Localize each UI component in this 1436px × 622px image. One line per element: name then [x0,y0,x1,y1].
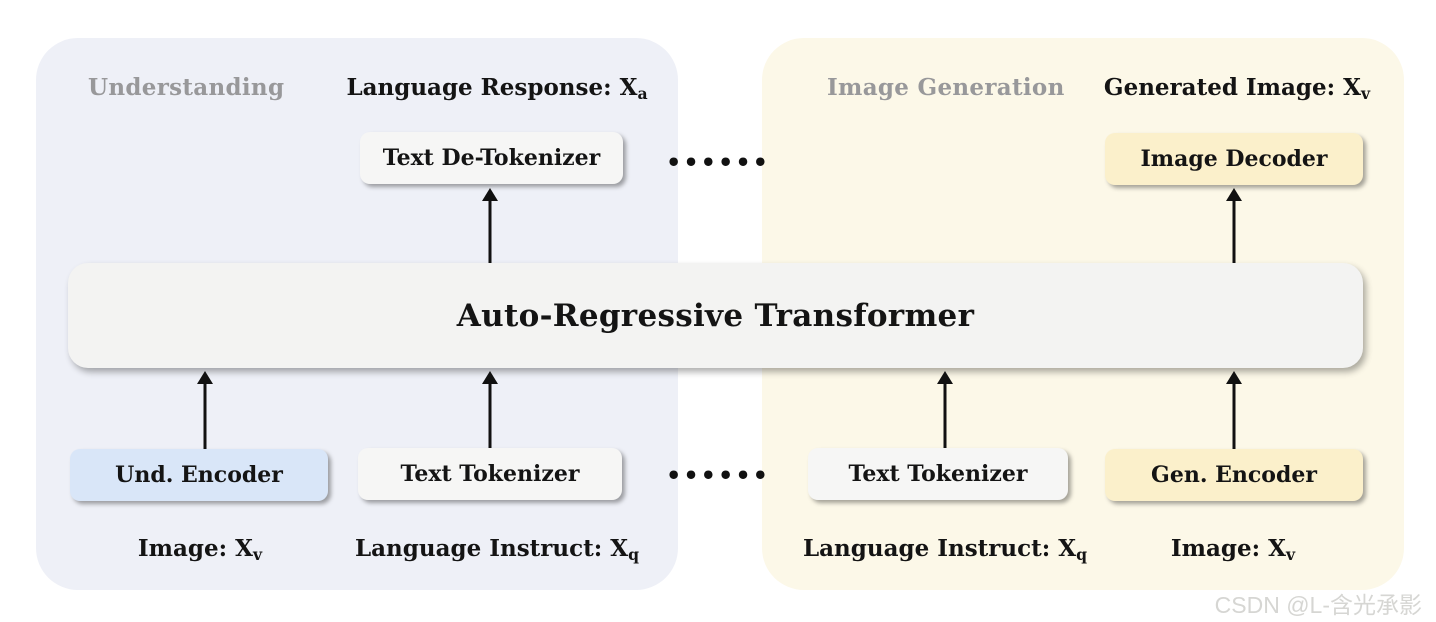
text-tokenizer-box-right: Text Tokenizer [808,448,1068,500]
generated-image-text: Generated Image: X [1103,74,1361,101]
arrow-up-from-text-tokenizer-right [937,371,953,449]
arrowhead-icon [197,371,213,384]
arrowhead-icon [482,188,498,201]
arrow-shaft [488,197,492,263]
arrow-shaft [943,380,947,449]
generated-image-subscript: v [1360,83,1371,103]
text-tokenizer-box-left: Text Tokenizer [358,448,622,500]
arrow-shaft [203,380,207,449]
language-response-subscript: a [637,83,648,103]
language-response-label: Language Response: Xa [346,74,647,101]
arrow-up-to-text-detokenizer [482,188,498,263]
image-generation-panel-title: Image Generation [827,74,1065,101]
image-input-label-right: Image: Xv [1171,535,1295,562]
arrow-up-from-gen-encoder [1226,371,1242,449]
image-input-text: Image: X [137,535,253,562]
image-input-subscript: v [252,544,263,564]
image-input-label-left: Image: Xv [138,535,262,562]
language-response-text: Language Response: X [346,74,638,101]
und-encoder-box: Und. Encoder [70,449,328,501]
language-instruct-subscript: q [1076,544,1088,564]
arrow-shaft [1232,197,1236,263]
language-instruct-text: Language Instruct: X [354,535,629,562]
language-instruct-subscript: q [628,544,640,564]
text-detokenizer-box: Text De-Tokenizer [360,132,623,184]
ellipsis-dots-bottom: •••••• [665,461,771,490]
auto-regressive-transformer-bar: Auto-Regressive Transformer [68,263,1363,368]
arrow-up-to-image-decoder [1226,188,1242,263]
arrow-shaft [488,380,492,449]
arrowhead-icon [1226,188,1242,201]
language-instruct-text: Language Instruct: X [802,535,1077,562]
image-decoder-box: Image Decoder [1105,133,1363,185]
understanding-panel-title: Understanding [88,74,285,101]
gen-encoder-box: Gen. Encoder [1105,449,1363,501]
arrowhead-icon [937,371,953,384]
arrow-shaft [1232,380,1236,449]
ellipsis-dots-top: •••••• [665,148,771,177]
language-instruct-label-right: Language Instruct: Xq [803,535,1087,562]
arrow-up-from-und-encoder [197,371,213,449]
language-instruct-label-left: Language Instruct: Xq [355,535,639,562]
image-input-text: Image: X [1170,535,1286,562]
arrowhead-icon [1226,371,1242,384]
arrow-up-from-text-tokenizer-left [482,371,498,449]
arrowhead-icon [482,371,498,384]
image-input-subscript: v [1285,544,1296,564]
generated-image-label: Generated Image: Xv [1104,74,1370,101]
csdn-watermark: CSDN @L-含光承影 [1214,592,1422,618]
